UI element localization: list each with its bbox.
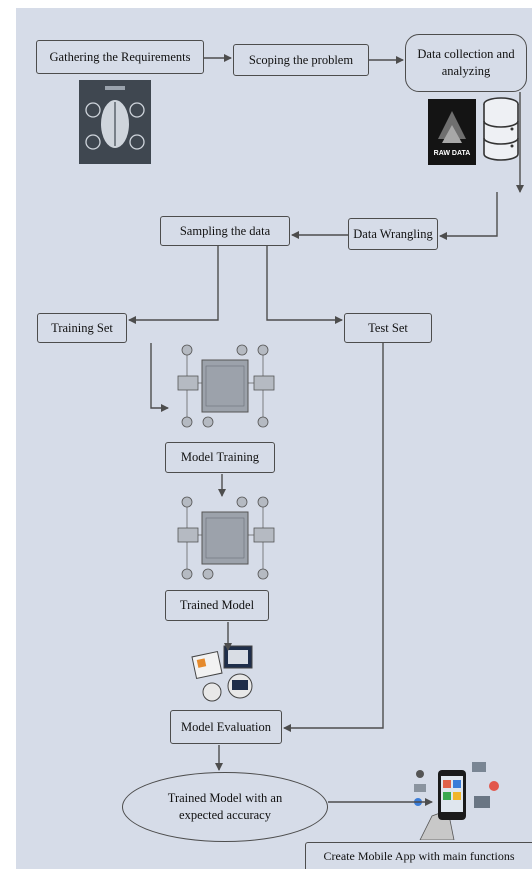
node-label: Trained Model	[179, 598, 255, 613]
lstm-trained-network-image	[177, 496, 275, 580]
node-model-evaluation: Model Evaluation	[170, 710, 282, 744]
node-trained-model: Trained Model	[165, 590, 269, 621]
raw-data-label: RAW DATA	[434, 150, 471, 157]
node-training-set: Training Set	[37, 313, 127, 343]
node-label: Test Set	[368, 320, 408, 335]
node-label: Create Mobile App with main functions	[323, 848, 515, 863]
database-icon	[483, 97, 519, 161]
node-label: Training Set	[51, 320, 113, 335]
node-scoping-problem: Scoping the problem	[233, 44, 369, 76]
node-label: Model Training	[180, 450, 260, 465]
mobile-app-illustration	[414, 762, 499, 840]
evaluation-illustration	[191, 645, 253, 702]
lstm-network-image	[177, 344, 275, 428]
node-gathering-requirements: Gathering the Requirements	[36, 40, 204, 74]
node-create-mobile-app: Create Mobile App with main functions	[305, 842, 532, 869]
node-label: Scoping the problem	[248, 52, 354, 67]
node-label: Data collection and analyzing	[417, 47, 515, 78]
node-sampling-data: Sampling the data	[160, 216, 290, 246]
node-label: Model Evaluation	[181, 719, 271, 734]
node-test-set: Test Set	[344, 313, 432, 343]
node-model-training: Model Training	[165, 442, 275, 473]
node-trained-model-accuracy: Trained Model with an expected accuracy	[122, 772, 328, 842]
node-data-wrangling: Data Wrangling	[348, 218, 438, 250]
raw-data-image: RAW DATA	[428, 99, 476, 165]
node-label: Sampling the data	[179, 223, 271, 238]
node-label: Data Wrangling	[353, 226, 433, 241]
node-label: Gathering the Requirements	[49, 49, 191, 64]
node-label: Trained Model with an expected accuracy	[167, 791, 283, 822]
node-data-collection: Data collection and analyzing	[405, 34, 527, 92]
requirements-brain-image	[79, 80, 151, 164]
